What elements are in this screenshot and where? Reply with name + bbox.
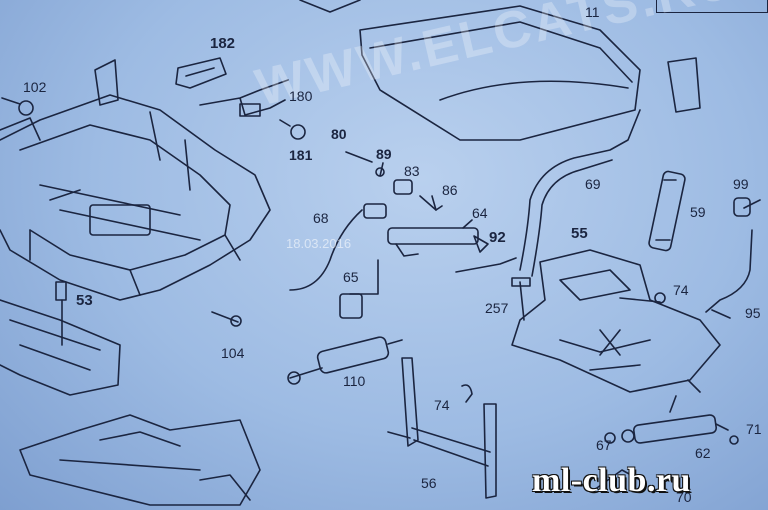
seat-frame-left: [0, 59, 271, 301]
callout-83: 83: [404, 163, 420, 179]
bush-99: [733, 197, 751, 217]
callout-104: 104: [221, 345, 245, 361]
date-stamp: 18.03.2016: [286, 236, 352, 251]
callout-257: 257: [485, 300, 509, 316]
callout-102: 102: [23, 79, 47, 95]
callout-67: 67: [596, 437, 612, 453]
site-logo: ml-club.ru: [532, 462, 691, 499]
frame-56: [387, 357, 497, 499]
clip-74: [461, 384, 473, 403]
strut-59: [648, 170, 686, 252]
connector-92: [473, 235, 489, 253]
base-bracket-55: [511, 249, 721, 393]
callout-64: 64: [472, 205, 488, 221]
callout-11: 11: [585, 4, 600, 20]
bracket-65: [339, 293, 363, 319]
rod-92: [455, 257, 517, 273]
seat-cushion: [299, 0, 641, 141]
cable-95: [705, 229, 753, 313]
callout-89: 89: [376, 146, 392, 162]
callout-86: 86: [442, 182, 458, 198]
actuator-64: [387, 227, 479, 257]
hose-69: [519, 109, 641, 271]
callout-182: 182: [210, 35, 236, 52]
callout-180: 180: [289, 88, 313, 104]
callout-74-top: 74: [673, 282, 689, 298]
callout-71: 71: [746, 421, 762, 437]
callout-62: 62: [695, 445, 711, 461]
callout-69: 69: [585, 176, 601, 192]
nut-71: [729, 435, 739, 445]
callout-70: 70: [676, 489, 692, 505]
latch-bracket: [667, 57, 701, 113]
callout-92: 92: [489, 229, 506, 246]
bolt-181: [279, 119, 306, 140]
callout-181: 181: [289, 147, 313, 163]
callout-53: 53: [76, 292, 93, 309]
callout-74-bottom: 74: [434, 397, 450, 413]
callout-56: 56: [421, 475, 437, 491]
bushing-83: [393, 179, 413, 195]
callout-99: 99: [733, 176, 749, 192]
gas-spring-110: [287, 336, 403, 385]
washer-67: [604, 432, 616, 444]
cable-harness: [199, 79, 289, 116]
callout-95: 95: [745, 305, 761, 321]
lower-bracket: [19, 414, 261, 506]
bolt-102: [1, 97, 34, 116]
release-handle: [175, 57, 227, 89]
gas-spring-62: [621, 414, 729, 444]
link-rod-68: [289, 209, 363, 291]
nut-74: [654, 292, 666, 304]
callout-80: 80: [331, 126, 347, 142]
bolt-104: [211, 311, 239, 323]
bolt-80: [345, 151, 373, 163]
callout-55: 55: [571, 225, 588, 242]
bolt-257: [519, 281, 525, 321]
callout-68: 68: [313, 210, 329, 226]
plate-53: [0, 281, 121, 396]
callout-59: 59: [690, 204, 706, 220]
callout-110: 110: [343, 373, 366, 389]
callout-65: 65: [343, 269, 359, 285]
